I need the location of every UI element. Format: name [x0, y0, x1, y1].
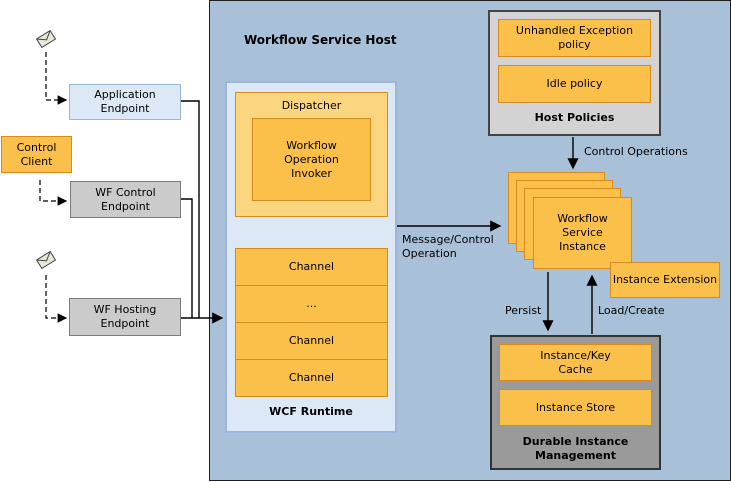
workflow-operation-invoker: Workflow Operation Invoker — [252, 118, 371, 201]
control-operations-label: Control Operations — [584, 145, 688, 158]
host-policies-title: Host Policies — [534, 111, 615, 124]
channel: Channel — [235, 359, 388, 397]
envelope-icon — [36, 250, 56, 270]
channel: Channel — [235, 248, 388, 286]
instance-key-cache: Instance/Key Cache — [499, 344, 652, 381]
wcf-runtime-title: WCF Runtime — [269, 405, 353, 418]
load-create-label: Load/Create — [598, 304, 665, 317]
channel: Channel — [235, 322, 388, 360]
durable-instance-management-title: Durable Instance Management — [522, 435, 629, 462]
control-client: Control Client — [1, 136, 72, 173]
dispatcher-label: Dispatcher — [281, 99, 342, 112]
instance-store: Instance Store — [499, 389, 652, 426]
instance-extension: Instance Extension — [610, 262, 720, 298]
persist-label: Persist — [505, 304, 542, 317]
host-title: Workflow Service Host — [244, 33, 397, 47]
message-control-operation-label: Message/Control Operation — [402, 233, 494, 260]
workflow-service-instance: Workflow Service Instance — [533, 197, 632, 269]
unhandled-exception-policy: Unhandled Exception policy — [498, 19, 651, 57]
channel: ... — [235, 285, 388, 323]
application-endpoint: Application Endpoint — [69, 84, 181, 120]
idle-policy: Idle policy — [498, 65, 651, 103]
wf-hosting-endpoint: WF Hosting Endpoint — [69, 298, 181, 336]
envelope-icon — [36, 29, 56, 49]
wf-control-endpoint: WF Control Endpoint — [70, 181, 181, 218]
